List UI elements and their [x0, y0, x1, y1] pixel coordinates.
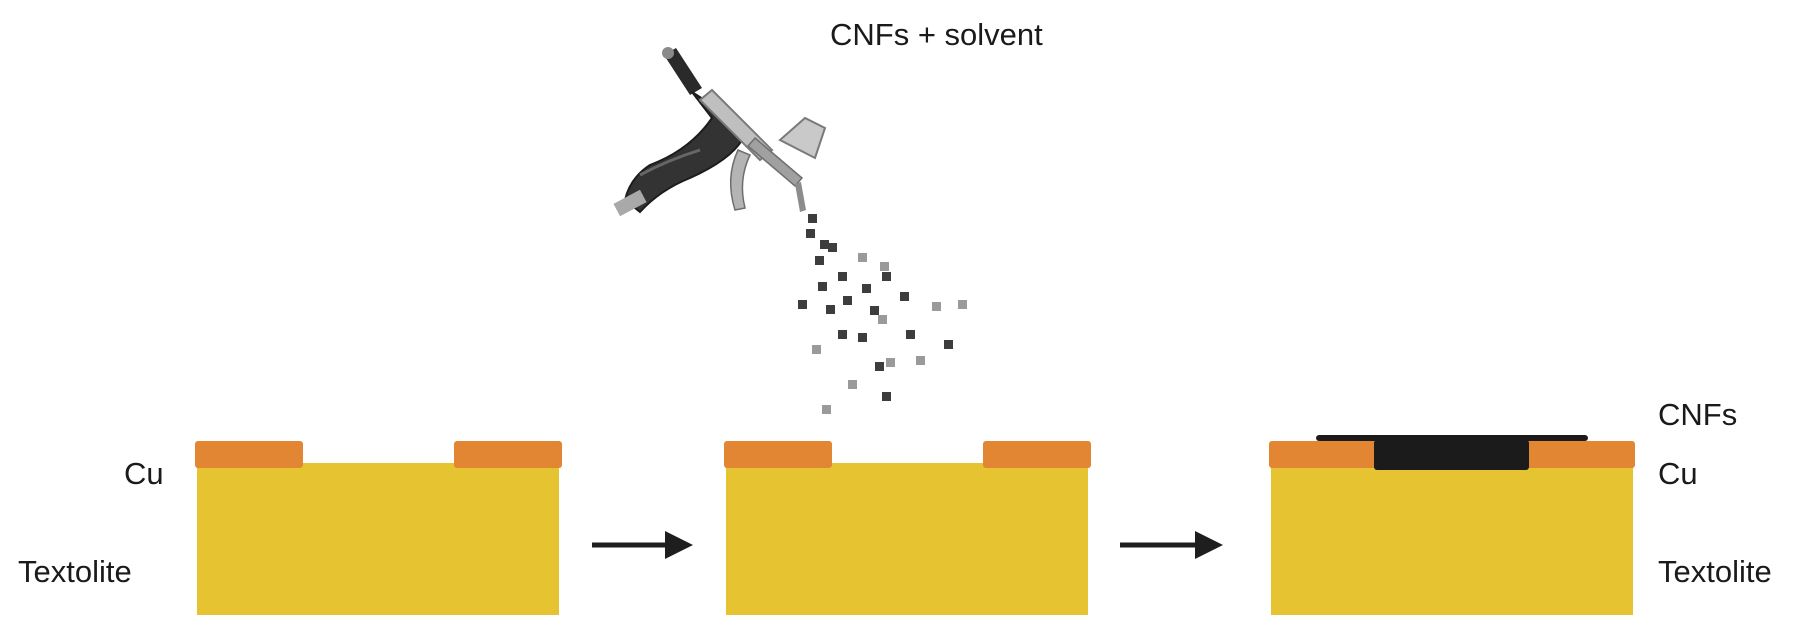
airbrush-icon — [613, 47, 827, 217]
arrow-right-icon — [592, 531, 693, 559]
textolite-board — [726, 463, 1088, 615]
spray-particles — [798, 214, 967, 414]
cnf-top-layer — [1316, 435, 1588, 441]
cu-label-right: Cu — [1658, 456, 1698, 491]
cnf-film — [1374, 440, 1529, 470]
cnfs-label: CNFs — [1658, 397, 1737, 432]
panel-3-substrate — [1269, 435, 1635, 615]
panel-2-substrate — [724, 441, 1091, 615]
textolite-board — [1271, 463, 1633, 615]
copper-pad-right — [454, 441, 562, 468]
copper-pad-left — [724, 441, 832, 468]
textolite-board — [197, 463, 559, 615]
arrow-right-icon — [1120, 531, 1223, 559]
panel-1-substrate — [195, 441, 562, 615]
textolite-label-right: Textolite — [1658, 554, 1772, 589]
copper-pad-right — [983, 441, 1091, 468]
copper-pad-left — [195, 441, 303, 468]
spray-label: CNFs + solvent — [830, 17, 1043, 52]
textolite-label-left: Textolite — [18, 554, 132, 589]
cu-label-left: Cu — [124, 456, 164, 491]
